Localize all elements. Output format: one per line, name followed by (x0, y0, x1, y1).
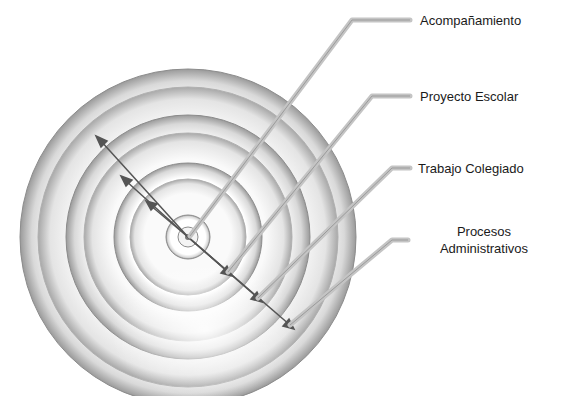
concentric-rings (20, 69, 356, 396)
callout-label: Acompañamiento (420, 12, 556, 29)
callout-label: Procesos Administrativos (418, 223, 550, 257)
leader-lines (190, 20, 410, 325)
leader-line-cores (190, 20, 410, 325)
callout-label: Trabajo Colegiado (418, 160, 556, 177)
callout-label: Proyecto Escolar (420, 88, 556, 105)
